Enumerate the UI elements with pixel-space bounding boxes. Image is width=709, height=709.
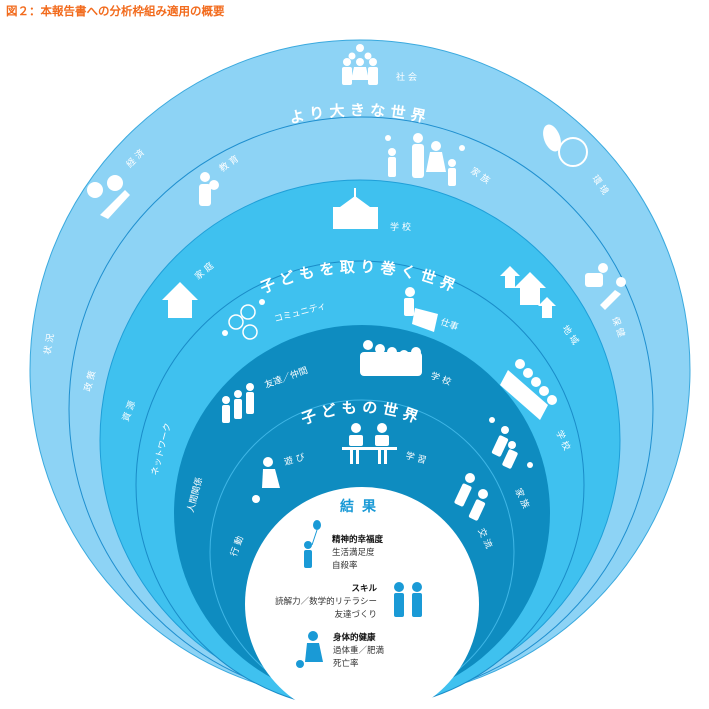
school-group-icon — [500, 359, 557, 420]
outcome-health-heading: 身体的健康 — [332, 632, 376, 643]
label-society: 社会 — [396, 71, 420, 83]
friends-group-icon — [222, 383, 254, 423]
home-house-icon — [162, 282, 198, 318]
outcome-skills-heading: スキル — [351, 584, 377, 594]
skills-children-icon — [394, 582, 422, 617]
school-building-icon — [333, 188, 378, 229]
work-desk-icon — [404, 287, 438, 332]
play-child-icon — [252, 457, 280, 503]
figure-title: 図２：本報告書への分析枠組み適用の概要 — [6, 4, 225, 18]
results-title: 結果 — [340, 498, 384, 515]
interaction-children-icon — [454, 473, 488, 521]
environment-leaf-globe-icon — [543, 124, 588, 167]
outcome-skills-line: 友達づくり — [334, 609, 377, 620]
outcome-skills-line: 読解力／数学的リテラシー — [275, 596, 377, 607]
health-ball-icon — [296, 631, 323, 668]
label-school-mid: 学校 — [390, 221, 414, 233]
health-care-icon — [585, 263, 626, 310]
society-people-icon — [342, 44, 378, 85]
classmates-group-icon — [360, 340, 422, 376]
community-network-icon — [222, 299, 265, 340]
learning-students-icon — [342, 423, 397, 464]
outcome-wellbeing-line: 自殺率 — [332, 560, 358, 571]
education-graduate-icon — [199, 172, 219, 206]
outcome-wellbeing-heading: 精神的幸福度 — [332, 534, 384, 545]
family-inner-icon — [489, 417, 533, 469]
region-houses-icon — [500, 266, 556, 318]
family-balloons-icon — [385, 133, 465, 186]
economy-hand-coins-icon — [87, 175, 130, 219]
outcome-health-line: 過体重／肥満 — [333, 645, 385, 656]
outcome-wellbeing-line: 生活満足度 — [332, 547, 375, 558]
outcome-health-line: 死亡率 — [333, 658, 359, 669]
results-circle — [245, 487, 479, 709]
wellbeing-balloon-icon — [304, 520, 321, 568]
